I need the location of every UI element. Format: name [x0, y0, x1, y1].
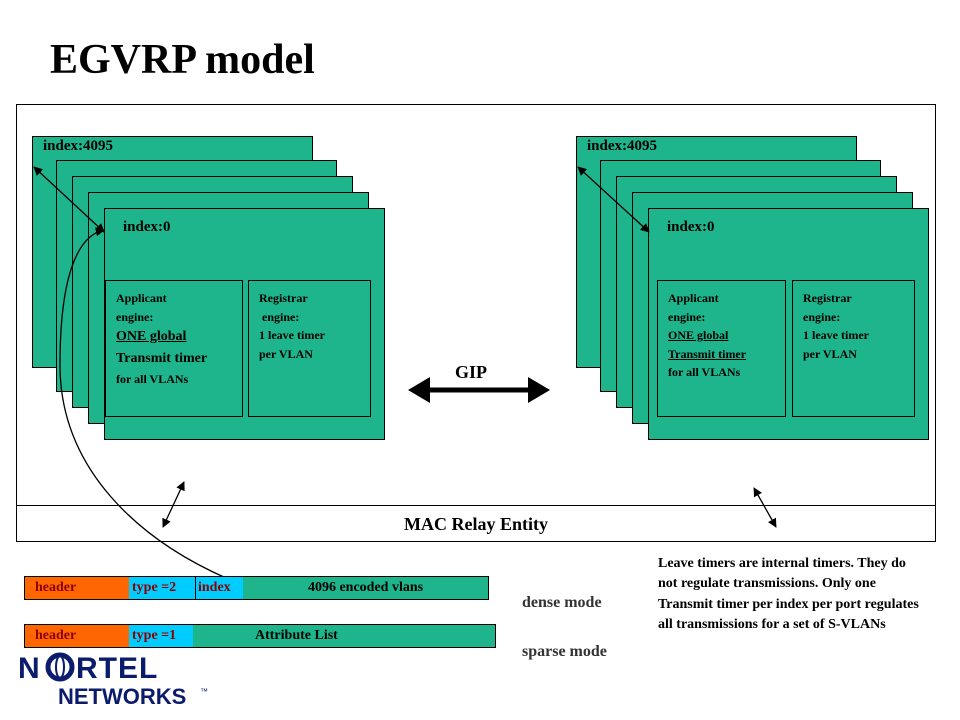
right-applicant-line-1: Applicant — [668, 291, 719, 305]
right-index-0-label: index:0 — [667, 219, 715, 235]
left-index-4095-label: index:4095 — [43, 138, 114, 154]
left-registrar-line-3: 1 leave timer — [259, 328, 325, 343]
left-applicant-line-5: for all VLANs — [116, 371, 189, 386]
dense-header-segment: header — [25, 577, 129, 599]
left-applicant-line-2: engine: — [116, 309, 154, 324]
svg-text:NETWORKS: NETWORKS — [58, 684, 186, 709]
right-registrar-line-4: per VLAN — [803, 346, 857, 361]
left-registrar-line-2: engine: — [259, 309, 300, 324]
right-relay-arrow — [753, 487, 777, 528]
left-applicant-line-4: Transmit timer — [116, 350, 208, 366]
dense-type-segment: type =2 — [129, 577, 195, 599]
left-index-range-arrow — [33, 166, 105, 233]
right-registrar-line-3: 1 leave timer — [803, 328, 869, 343]
left-applicant-line-3: ONE global — [116, 329, 187, 345]
mac-relay-divider — [16, 505, 936, 506]
mac-relay-entity-label: MAC Relay Entity — [404, 514, 548, 534]
right-applicant-line-2: engine: — [668, 309, 706, 324]
svg-text:N: N — [18, 652, 41, 685]
svg-text:™: ™ — [200, 687, 208, 696]
sparse-attribute-list-segment: Attribute List — [255, 628, 338, 643]
diagram-frame — [16, 104, 936, 542]
right-index-4095-label: index:4095 — [587, 138, 658, 154]
right-applicant-engine: Applicant engine: ONE global Transmit ti… — [657, 280, 786, 417]
dense-index-segment: index — [195, 577, 243, 599]
gip-arrow — [408, 377, 550, 403]
dense-vlans-segment: 4096 encoded vlans — [307, 580, 424, 595]
sparse-header-segment: header — [25, 625, 129, 647]
page-title: EGVRP model — [50, 37, 315, 83]
sparse-mode-pdu-bar: header type =1 Attribute List — [24, 624, 496, 648]
right-applicant-line-5: for all VLANs — [668, 365, 741, 380]
right-index-range-arrow — [577, 166, 650, 233]
left-relay-arrow — [162, 481, 185, 528]
svg-text:RTEL: RTEL — [76, 652, 158, 685]
sparse-mode-label: sparse mode — [522, 643, 607, 660]
left-registrar-engine: Registrar engine: 1 leave timer per VLAN — [248, 280, 371, 417]
left-applicant-engine: Applicant engine: ONE global Transmit ti… — [105, 280, 243, 417]
leave-timer-note: Leave timers are internal timers. They d… — [658, 556, 919, 632]
right-registrar-engine: Registrar engine: 1 leave timer per VLAN — [792, 280, 915, 417]
dense-mode-label: dense mode — [522, 594, 602, 611]
right-registrar-line-2: engine: — [803, 309, 841, 324]
left-index-0-label: index:0 — [123, 219, 171, 235]
right-applicant-line-4: Transmit timer — [668, 346, 747, 361]
nortel-networks-logo: N RTEL NETWORKS ™ — [14, 650, 224, 717]
gip-label: GIP — [455, 362, 488, 382]
left-card-index-0: index:0 Applicant engine: ONE global Tra… — [104, 208, 385, 440]
left-applicant-line-1: Applicant — [116, 291, 167, 305]
index-pointer-curve — [59, 227, 227, 579]
sparse-type-segment: type =1 — [129, 625, 193, 647]
left-registrar-line-1: Registrar — [259, 291, 308, 305]
left-registrar-line-4: per VLAN — [259, 346, 313, 361]
dense-mode-pdu-bar: header type =2 index 4096 encoded vlans — [24, 576, 489, 600]
right-applicant-line-3: ONE global — [668, 328, 729, 343]
right-registrar-line-1: Registrar — [803, 291, 852, 305]
right-card-index-0: index:0 Applicant engine: ONE global Tra… — [648, 208, 929, 440]
